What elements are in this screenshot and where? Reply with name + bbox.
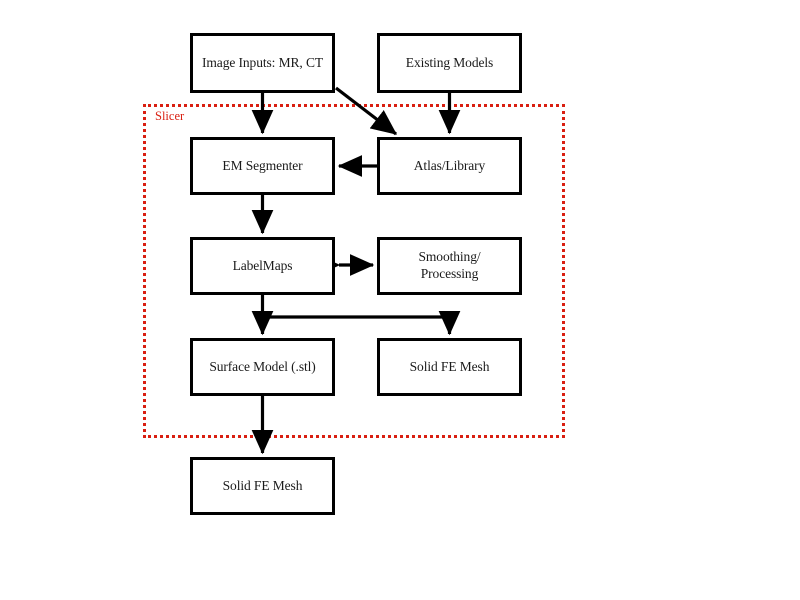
node-existing-models[interactable]: Existing Models xyxy=(377,33,522,93)
slicer-group-label: Slicer xyxy=(155,109,185,123)
node-smoothing-processing-label: Smoothing/ Processing xyxy=(418,249,481,281)
node-solid-fe-mesh-lower[interactable]: Solid FE Mesh xyxy=(190,457,335,515)
node-image-inputs[interactable]: Image Inputs: MR, CT xyxy=(190,33,335,93)
node-em-segmenter-label: EM Segmenter xyxy=(222,157,303,173)
node-solid-fe-mesh-upper-label: Solid FE Mesh xyxy=(409,358,490,374)
node-labelmaps[interactable]: LabelMaps xyxy=(190,237,335,295)
node-solid-fe-mesh-upper[interactable]: Solid FE Mesh xyxy=(377,338,522,396)
node-labelmaps-label: LabelMaps xyxy=(232,257,293,273)
node-existing-models-label: Existing Models xyxy=(405,54,494,70)
node-surface-model-label: Surface Model (.stl) xyxy=(209,358,316,374)
node-solid-fe-mesh-lower-label: Solid FE Mesh xyxy=(222,477,303,493)
node-image-inputs-label: Image Inputs: MR, CT xyxy=(202,54,323,70)
node-atlas-library-label: Atlas/Library xyxy=(413,157,486,173)
node-atlas-library[interactable]: Atlas/Library xyxy=(377,137,522,195)
node-smoothing-processing[interactable]: Smoothing/ Processing xyxy=(377,237,522,295)
node-em-segmenter[interactable]: EM Segmenter xyxy=(190,137,335,195)
node-surface-model[interactable]: Surface Model (.stl) xyxy=(190,338,335,396)
